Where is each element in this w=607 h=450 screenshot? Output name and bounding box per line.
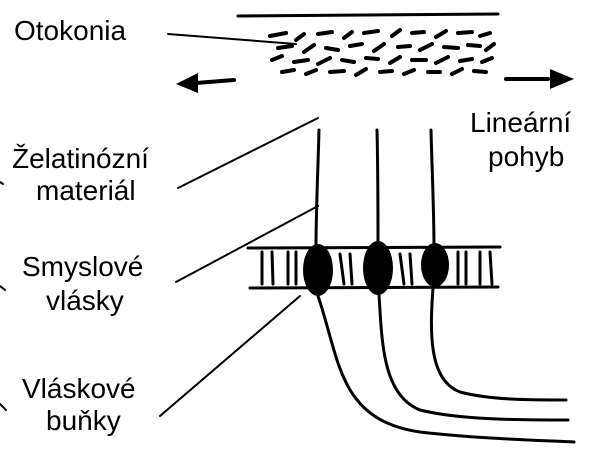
label-hair-cells-line2: buňky [46,405,121,436]
hair-cell-left [303,244,333,296]
hair-cell-right [421,243,449,287]
hair-cell-middle [363,241,393,295]
otolith-membrane-line [238,14,498,16]
label-sensory-hairs-line2: vlásky [46,285,124,316]
arrow-right-icon [506,69,574,89]
edge-tick-1 [0,182,3,184]
label-linear-motion-line2: pohyb [488,141,564,172]
leader-line-cells [160,296,300,416]
sensory-hair-right [431,130,434,250]
label-gelatinous-material-line1: Želatinózní [12,143,149,174]
sensory-hair-middle [377,130,378,250]
edge-tick-2 [0,286,5,290]
nerve-fiber-right [431,288,566,400]
arrow-left-icon [176,73,234,93]
label-hair-cells-line1: Vláskové [22,373,136,404]
sensory-hair-left [316,130,319,248]
leader-line-gelatinous [178,118,318,188]
label-linear-motion-line1: Lineární [470,107,571,138]
label-sensory-hairs-line1: Smyslové [22,251,143,282]
label-gelatinous-material-line2: materiál [36,175,136,206]
label-otokonia: Otokonia [14,15,126,46]
edge-tick-3 [0,404,6,410]
otoconia-crystals [270,30,494,75]
